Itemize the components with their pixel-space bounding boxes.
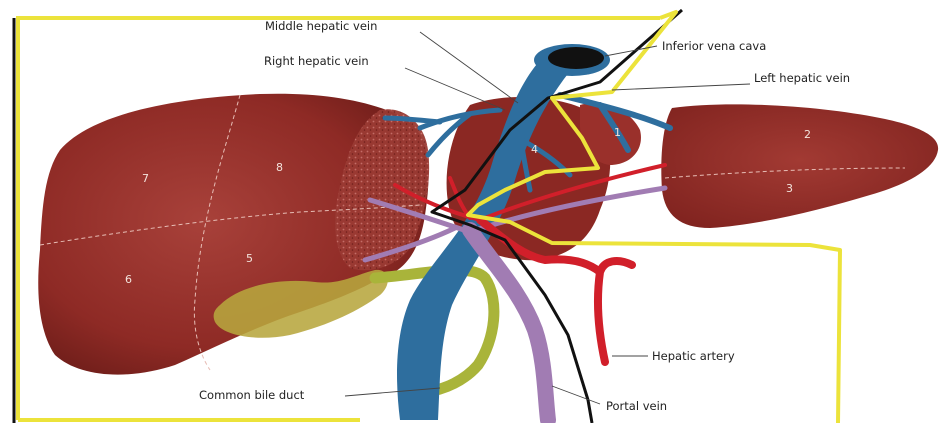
segment-5-label: 5	[246, 252, 253, 265]
segment-7-label: 7	[142, 172, 149, 185]
segment-2-label: 2	[804, 128, 811, 141]
segment-8-label: 8	[276, 161, 283, 174]
label-common-bile-duct: Common bile duct	[199, 388, 305, 402]
segment-3-label: 3	[786, 182, 793, 195]
label-inferior-vena-cava: Inferior vena cava	[662, 39, 766, 53]
label-right-hepatic-vein: Right hepatic vein	[264, 54, 369, 68]
segment-4-label: 4	[531, 143, 538, 156]
label-portal-vein: Portal vein	[606, 399, 667, 413]
segment-1-label: 1	[614, 126, 621, 139]
label-middle-hepatic-vein: Middle hepatic vein	[265, 19, 377, 33]
segment-6-label: 6	[125, 273, 132, 286]
ivc-lumen	[548, 47, 604, 69]
label-left-hepatic-vein: Left hepatic vein	[754, 71, 850, 85]
label-hepatic-artery: Hepatic artery	[652, 349, 735, 363]
